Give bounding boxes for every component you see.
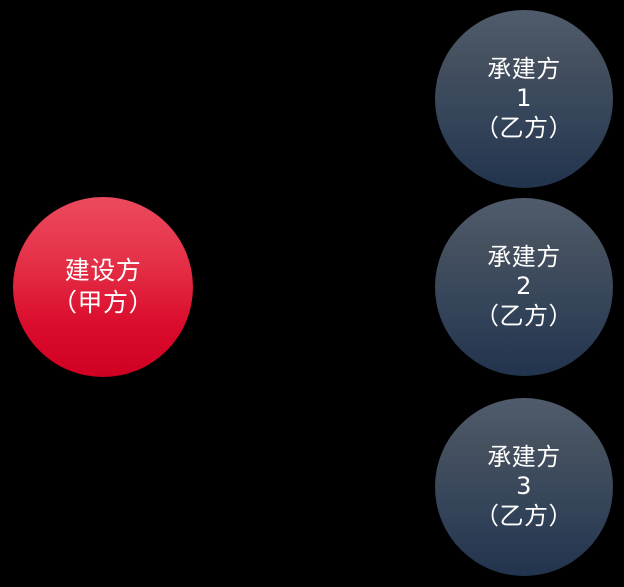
node-contractor-2[interactable]: 承建方 2 （乙方） [435, 198, 613, 376]
contractor-3-role-label: （乙方） [475, 501, 573, 530]
client-name-label: 建设方 [64, 256, 142, 285]
contractor-2-name-label: 承建方 [487, 243, 561, 272]
client-role-label: （甲方） [51, 287, 154, 317]
contractor-1-role-label: （乙方） [475, 113, 573, 142]
node-client-party[interactable]: 建设方 （甲方） [13, 197, 193, 377]
contractor-1-name-label: 承建方 [487, 55, 561, 84]
contractor-1-index-label: 1 [516, 84, 532, 113]
contractor-3-name-label: 承建方 [487, 443, 561, 472]
contractor-2-index-label: 2 [516, 272, 532, 301]
contractor-3-index-label: 3 [516, 472, 532, 501]
node-contractor-1[interactable]: 承建方 1 （乙方） [435, 10, 613, 188]
node-contractor-3[interactable]: 承建方 3 （乙方） [435, 398, 613, 576]
contractor-2-role-label: （乙方） [475, 301, 573, 330]
